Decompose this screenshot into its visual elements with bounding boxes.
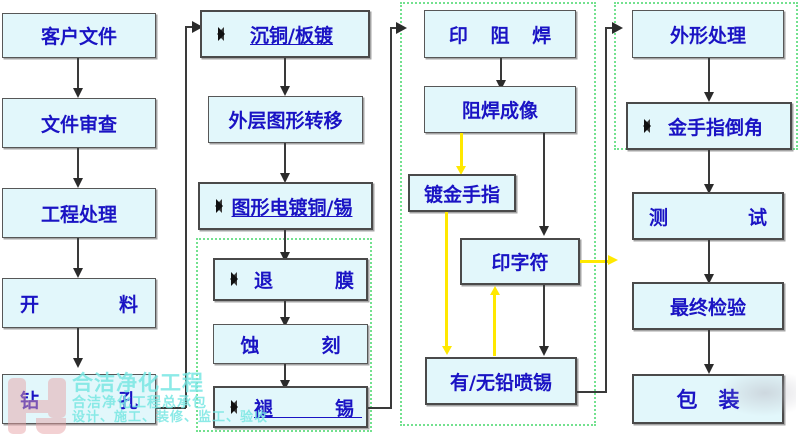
node-copper-deposit[interactable]: 沉铜/板镀 (200, 10, 370, 58)
arrowhead-down-yellow (441, 346, 452, 355)
connector-n15-right-yellow (580, 260, 612, 263)
node-testing[interactable]: 测 试 (632, 192, 784, 240)
node-engineering[interactable]: 工程处理 (2, 188, 156, 238)
node-label: 外形处理 (669, 24, 746, 47)
node-label: 退 膜 (254, 270, 363, 292)
arrowhead-down (703, 184, 714, 194)
arrowhead-down (279, 380, 290, 390)
node-label: 阻焊成像 (461, 100, 538, 122)
connector-n17-n18 (708, 58, 710, 96)
arrowhead-down (703, 274, 714, 284)
node-file-review[interactable]: 文件审查 (2, 98, 156, 148)
connector-n16-n15-yellow (493, 294, 496, 356)
connector-n10-n11 (284, 364, 286, 384)
connector-n2-n3 (77, 148, 79, 182)
node-print-solder-mask[interactable]: 印 阻 焊 (424, 10, 576, 58)
node-strip-film[interactable]: 退 膜 (213, 258, 368, 301)
node-label: 开 料 (19, 293, 152, 316)
node-gold-finger-bevel[interactable]: 金手指倒角 (626, 102, 792, 150)
arrowhead-down (495, 80, 506, 90)
arrowhead-right (396, 22, 407, 34)
arrowhead-down (72, 268, 83, 278)
diamond-bullet-icon (208, 198, 223, 214)
arrowhead-down (279, 317, 290, 327)
node-etching[interactable]: 蚀 刻 (213, 324, 368, 364)
diamond-bullet-icon (223, 399, 238, 415)
node-label: 有/无铅喷锡 (450, 371, 552, 394)
node-label: 蚀 刻 (240, 334, 349, 357)
node-label: 印 阻 焊 (448, 24, 560, 47)
node-solder-mask-imaging[interactable]: 阻焊成像 (424, 86, 576, 133)
arrowhead-down (538, 346, 549, 356)
arrowhead-down-yellow (456, 166, 466, 175)
connector-n6-n7 (284, 58, 286, 90)
node-cutting[interactable]: 开 料 (2, 278, 156, 328)
node-final-inspection[interactable]: 最终检验 (632, 282, 784, 330)
diamond-bullet-icon (210, 26, 225, 42)
arrowhead-right-yellow (608, 255, 618, 265)
connector-col2-col3-h (368, 407, 392, 409)
arrowhead-right (612, 22, 623, 34)
arrowhead-up-yellow (489, 286, 500, 295)
connector-n18-n19 (708, 150, 710, 188)
diamond-bullet-icon (636, 118, 651, 134)
node-gold-finger-plating[interactable]: 镀金手指 (408, 174, 516, 212)
node-label: 印字符 (491, 252, 549, 274)
connector-n13-n14-yellow (460, 133, 463, 169)
node-label: 工程处理 (40, 203, 117, 226)
node-legend-printing[interactable]: 印字符 (460, 238, 580, 285)
connector-n19-n20 (708, 240, 710, 278)
node-label: 图形电镀铜/锡 (231, 196, 353, 219)
connector-col3-col4-v (605, 27, 607, 392)
connector-col3-col4-h (577, 391, 607, 393)
arrowhead-down (72, 358, 83, 368)
node-profiling[interactable]: 外形处理 (632, 10, 784, 58)
connector-n15-n16 (543, 285, 545, 349)
node-label: 金手指倒角 (667, 116, 763, 139)
arrowhead-down (703, 364, 714, 374)
connector-n1-n2 (77, 58, 79, 92)
node-outer-image-transfer[interactable]: 外层图形转移 (208, 96, 363, 143)
node-label: 外层图形转移 (228, 110, 343, 132)
diamond-bullet-icon (223, 272, 238, 287)
connector-n7-n8 (284, 143, 286, 177)
node-pattern-plating[interactable]: 图形电镀铜/锡 (198, 182, 373, 230)
node-strip-tin[interactable]: 褪 锡 (213, 386, 368, 428)
connector-n4-n5 (77, 328, 79, 362)
node-label: 镀金手指 (423, 183, 500, 206)
node-drilling[interactable]: 钻 孔 (2, 374, 156, 424)
node-packaging[interactable]: 包 装 (632, 374, 784, 424)
node-label: 沉铜/板镀 (250, 24, 333, 47)
connector-n14-n16-yellow (445, 212, 448, 349)
node-label: 褪 锡 (254, 397, 363, 420)
connector-col2-col3-v (390, 27, 392, 408)
connector-n9-n10 (284, 301, 286, 321)
node-label: 包 装 (676, 388, 740, 412)
node-label: 最终检验 (669, 296, 746, 319)
connector-n8-n9 (284, 230, 286, 256)
arrowhead-down (279, 173, 290, 183)
node-customer-file[interactable]: 客户文件 (2, 13, 156, 58)
node-label: 测 试 (648, 206, 781, 229)
connector-col1-col2-v (185, 26, 187, 408)
arrowhead-down (538, 226, 549, 236)
group-solder (400, 2, 596, 426)
arrowhead-down (72, 88, 83, 98)
node-label: 文件审查 (40, 113, 117, 136)
arrowhead-down (279, 86, 290, 96)
connector-n20-n21 (708, 330, 710, 368)
node-label: 钻 孔 (19, 389, 152, 412)
arrowhead-down (703, 92, 714, 102)
arrowhead-down (72, 178, 83, 188)
node-label: 客户文件 (40, 26, 117, 48)
arrowhead-right (192, 21, 203, 33)
arrowhead-down (279, 252, 290, 262)
connector-n12-n13 (500, 58, 502, 84)
connector-col1-col2-h (156, 407, 186, 409)
connector-n13-n15 (543, 133, 545, 229)
connector-n3-n4 (77, 238, 79, 272)
node-hasl[interactable]: 有/无铅喷锡 (425, 357, 577, 405)
